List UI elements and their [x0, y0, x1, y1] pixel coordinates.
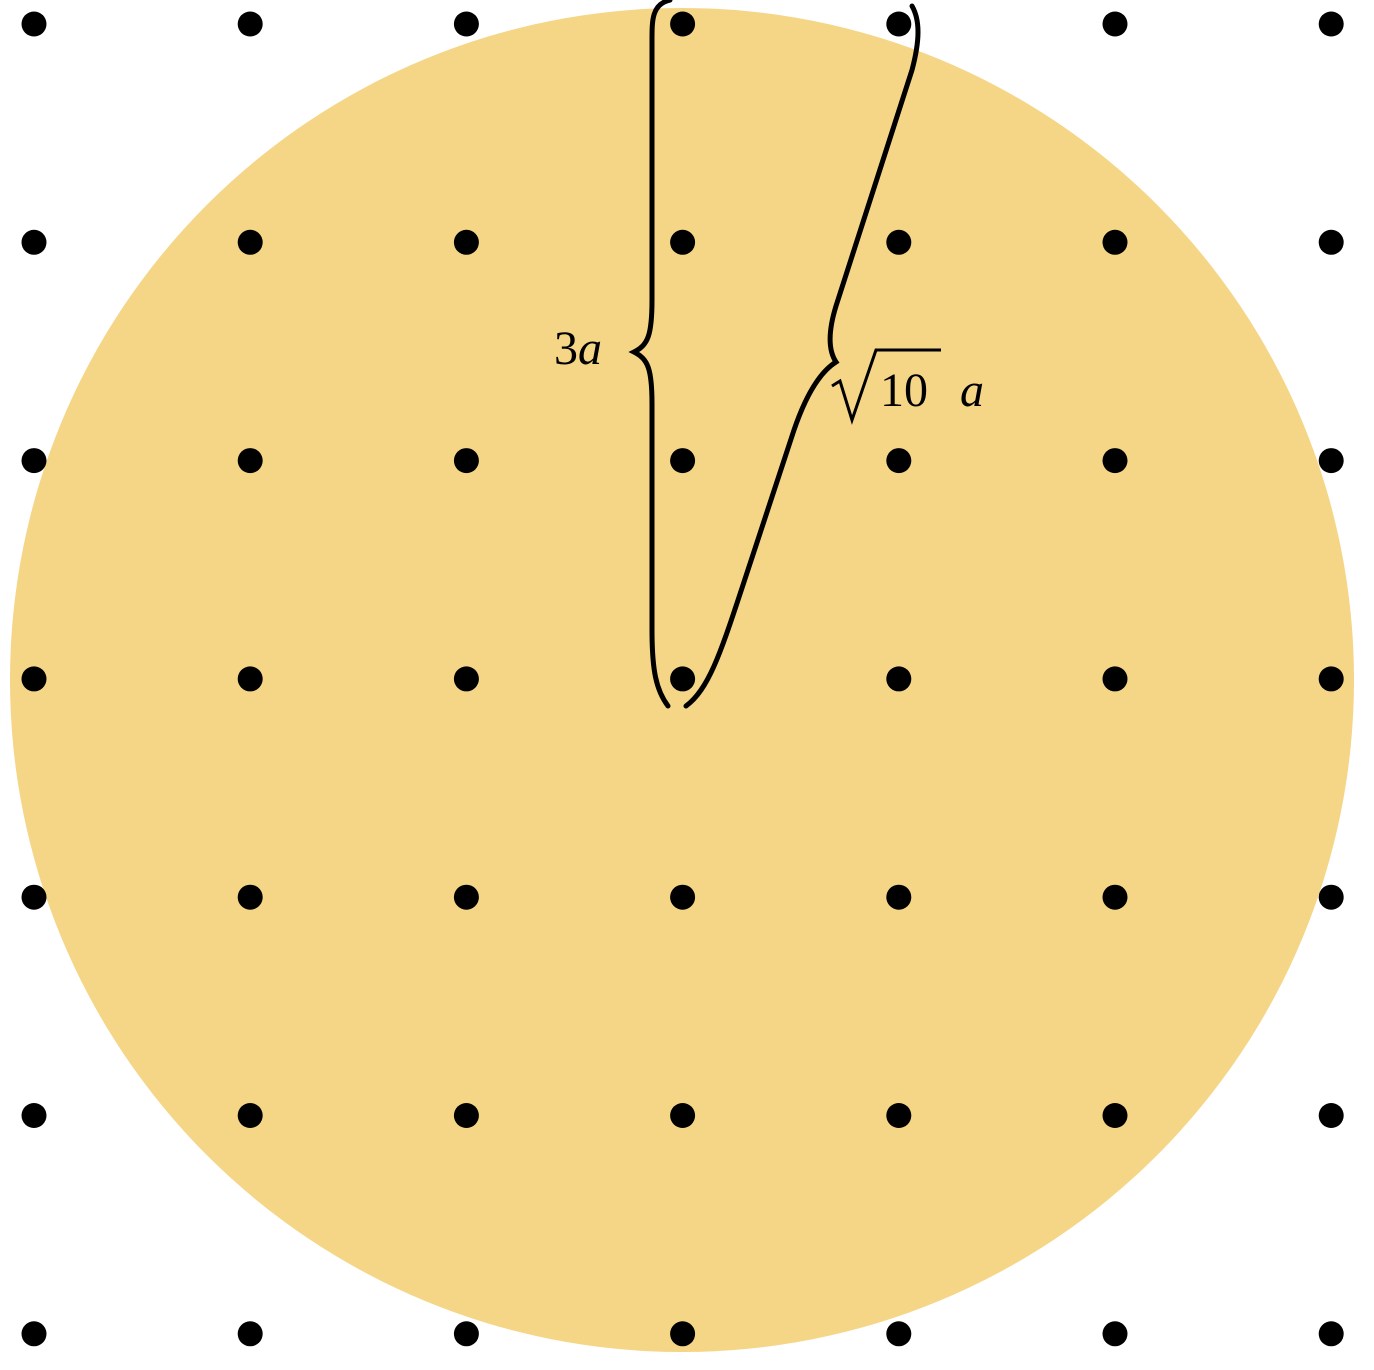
- lattice-dot: [21, 448, 47, 474]
- label-radicand: 10: [880, 364, 928, 417]
- lattice-dot: [670, 229, 696, 255]
- brace-3a: [628, 0, 673, 709]
- lattice-dot: [886, 1103, 912, 1128]
- label-3a-var: a: [578, 322, 602, 375]
- lattice-dot: [237, 666, 263, 692]
- label-3a: 3a: [554, 322, 602, 375]
- lattice-dot: [886, 448, 912, 474]
- lattice-dot: [886, 1321, 912, 1347]
- lattice-dot: [453, 884, 479, 910]
- lattice-dots: [21, 11, 1344, 1347]
- lattice-dot: [1102, 884, 1128, 910]
- lattice-dot: [670, 1321, 696, 1347]
- label-3a-number: 3: [554, 322, 578, 375]
- lattice-dot: [670, 884, 696, 910]
- lattice-dot: [886, 11, 912, 37]
- lattice-dot: [1102, 666, 1128, 692]
- lattice-dot: [237, 11, 263, 37]
- lattice-dot: [237, 1321, 263, 1347]
- radical-sign: [831, 348, 941, 425]
- lattice-dot: [237, 1103, 263, 1128]
- lattice-dot: [670, 666, 696, 692]
- lattice-dot: [21, 884, 47, 910]
- brace-sqrt10a: [683, 3, 921, 709]
- lattice-dot: [1318, 229, 1344, 255]
- lattice-dot: [670, 448, 696, 474]
- lattice-dot: [1102, 229, 1128, 255]
- lattice-dot: [1318, 1321, 1344, 1347]
- label-sqrt10a: 10 a: [831, 348, 984, 425]
- lattice-dot: [670, 11, 696, 37]
- lattice-dot: [1318, 1103, 1344, 1128]
- lattice-dot: [453, 229, 479, 255]
- lattice-dot: [1102, 1103, 1128, 1128]
- lattice-dot: [21, 11, 47, 37]
- lattice-dot: [886, 229, 912, 255]
- lattice-dot: [1102, 448, 1128, 474]
- lattice-dot: [21, 229, 47, 255]
- lattice-dot: [237, 884, 263, 910]
- lattice-dot: [453, 1321, 479, 1347]
- lattice-dot: [1102, 1321, 1128, 1347]
- lattice-dot: [1318, 666, 1344, 692]
- lattice-dot: [886, 884, 912, 910]
- lattice-dot: [453, 666, 479, 692]
- lattice-dot: [453, 11, 479, 37]
- lattice-dot: [1318, 448, 1344, 474]
- lattice-dot: [886, 666, 912, 692]
- lattice-dot: [237, 229, 263, 255]
- lattice-dot: [1318, 884, 1344, 910]
- label-sqrt10a-var: a: [960, 364, 984, 417]
- lattice-dot: [21, 666, 47, 692]
- lattice-dot: [1318, 11, 1344, 37]
- lattice-dot: [21, 1103, 47, 1128]
- lattice-dot: [670, 1103, 696, 1128]
- lattice-dot: [453, 1103, 479, 1128]
- lattice-dot: [237, 448, 263, 474]
- lattice-dot: [1102, 11, 1128, 37]
- lattice-dot: [21, 1321, 47, 1347]
- lattice-dot: [453, 448, 479, 474]
